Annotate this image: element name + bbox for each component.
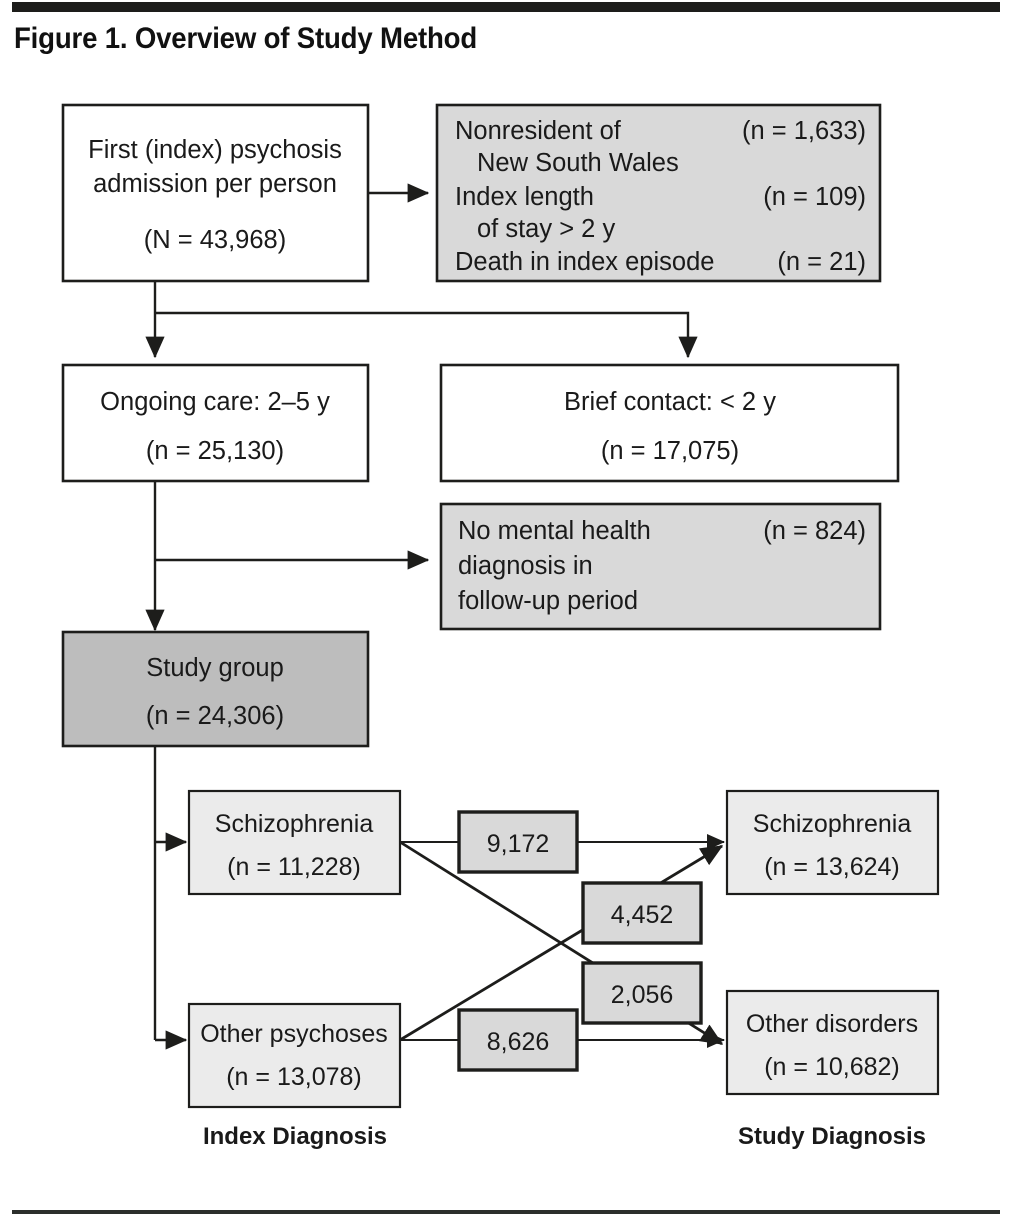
node-index-other-psychoses[interactable]: Other psychoses (n = 13,078) [187,1002,402,1109]
no-diagnosis-line1: No mental health [458,517,651,545]
exclusion-2-count: (n = 109) [763,183,866,211]
exclusion-3-count: (n = 21) [777,248,866,276]
study-other-disorders-count: (n = 10,682) [764,1053,900,1081]
ongoing-care-line1: Ongoing care: 2–5 y [100,388,330,416]
index-schizophrenia-count: (n = 11,228) [227,853,361,881]
node-index-schizophrenia[interactable]: Schizophrenia (n = 11,228) [187,789,402,896]
footer-study-diagnosis: Study Diagnosis [738,1123,926,1150]
footer-index-diagnosis: Index Diagnosis [203,1123,387,1150]
index-admission-total: (N = 43,968) [144,226,286,254]
flow-label-other-to-schiz-value: 4,452 [611,901,674,929]
exclusion-1-label-line2: New South Wales [477,149,679,177]
study-schizophrenia-line1: Schizophrenia [753,810,912,838]
bottom-rule [12,1210,1000,1214]
node-study-other-disorders[interactable]: Other disorders (n = 10,682) [725,989,940,1096]
brief-contact-count: (n = 17,075) [601,437,739,465]
no-diagnosis-count: (n = 824) [763,517,866,545]
node-study-schizophrenia[interactable]: Schizophrenia (n = 13,624) [725,789,940,896]
top-rule [12,2,1000,12]
index-admission-line1: First (index) psychosis [88,136,342,164]
flow-label-schiz-to-other[interactable]: 2,056 [581,961,703,1025]
no-diagnosis-line2: diagnosis in [458,552,593,580]
exclusion-3-label-line1: Death in index episode [455,248,714,276]
node-brief-contact[interactable]: Brief contact: < 2 y (n = 17,075) [439,363,900,483]
flow-label-other-to-schiz[interactable]: 4,452 [581,881,703,945]
exclusion-1-label-line1: Nonresident of [455,117,622,145]
exclusion-2-label-line2: of stay > 2 y [477,215,615,243]
flow-label-schiz-to-schiz-value: 9,172 [487,830,550,858]
node-index-admission[interactable]: First (index) psychosis admission per pe… [61,103,370,283]
study-schizophrenia-count: (n = 13,624) [764,853,900,881]
exclusion-1-count: (n = 1,633) [742,117,866,145]
brief-contact-line1: Brief contact: < 2 y [564,388,776,416]
connector-ongoing-to-study [145,481,430,632]
flow-label-other-to-other[interactable]: 8,626 [457,1008,579,1072]
index-other-psychoses-count: (n = 13,078) [226,1063,362,1091]
study-group-count: (n = 24,306) [146,702,284,730]
ongoing-care-count: (n = 25,130) [146,437,284,465]
exclusion-2-label-line1: Index length [455,183,594,211]
figure-title: Figure 1. Overview of Study Method [14,22,478,55]
flow-label-schiz-to-other-value: 2,056 [611,981,674,1009]
flow-label-schiz-to-schiz[interactable]: 9,172 [457,810,579,874]
index-other-psychoses-line1: Other psychoses [200,1020,388,1048]
node-study-group[interactable]: Study group (n = 24,306) [61,630,370,748]
no-diagnosis-line3: follow-up period [458,587,638,615]
connector-study-to-index-diagnoses [153,746,188,1050]
study-group-line1: Study group [146,654,284,682]
connector-index-to-branches [145,281,698,359]
study-other-disorders-line1: Other disorders [746,1010,918,1038]
node-ongoing-care[interactable]: Ongoing care: 2–5 y (n = 25,130) [61,363,370,483]
node-exclusions-top[interactable]: Nonresident of (n = 1,633) New South Wal… [435,103,882,283]
index-schizophrenia-line1: Schizophrenia [215,810,374,838]
flow-label-other-to-other-value: 8,626 [487,1028,550,1056]
index-admission-line2: admission per person [93,170,337,198]
node-no-diagnosis[interactable]: No mental health (n = 824) diagnosis in … [439,502,882,631]
